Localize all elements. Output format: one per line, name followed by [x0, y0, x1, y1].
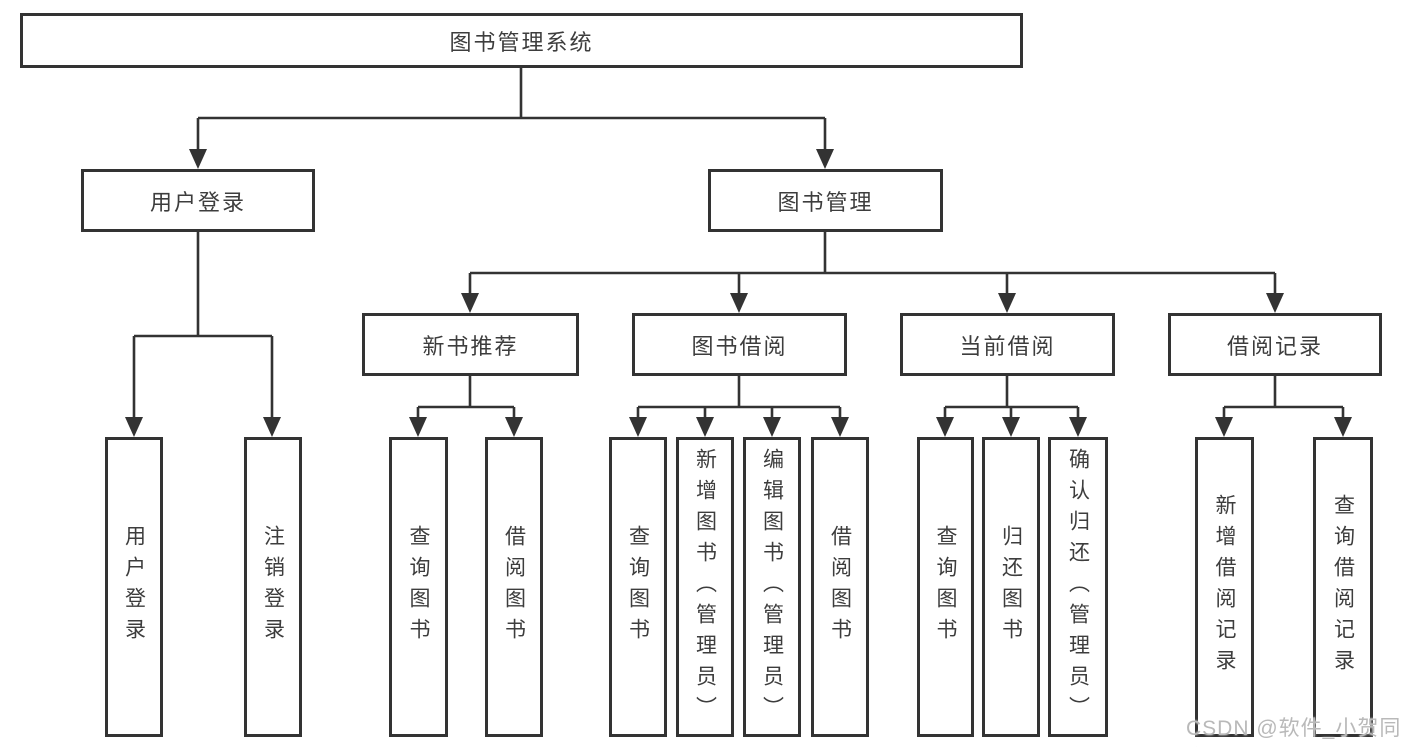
- leaf-query-books-recommend: 查询图书: [389, 437, 448, 737]
- node-root-label: 图书管理系统: [449, 29, 594, 55]
- node-book-management: 图书管理: [708, 169, 943, 232]
- leaf-add-borrow-record-label: 新增借阅记录: [1213, 494, 1236, 680]
- leaf-query-borrow-record: 查询借阅记录: [1313, 437, 1373, 737]
- leaf-edit-book-admin-label: 编辑图书（管理员）: [760, 447, 784, 727]
- leaf-confirm-return-admin-label: 确认归还（管理员）: [1066, 447, 1090, 727]
- leaf-query-books-borrowing: 查询图书: [609, 437, 667, 737]
- leaf-user-login: 用户登录: [105, 437, 163, 737]
- node-borrowing-records: 借阅记录: [1168, 313, 1382, 376]
- leaf-borrow-books-borrowing: 借阅图书: [811, 437, 869, 737]
- node-current-borrowing: 当前借阅: [900, 313, 1115, 376]
- node-new-book-recommend-label: 新书推荐: [422, 333, 519, 359]
- node-borrowing-records-label: 借阅记录: [1226, 333, 1323, 359]
- leaf-return-book: 归还图书: [982, 437, 1040, 737]
- node-root: 图书管理系统: [20, 13, 1023, 68]
- leaf-borrow-books-borrowing-label: 借阅图书: [828, 525, 852, 649]
- leaf-borrow-books-recommend-label: 借阅图书: [502, 525, 526, 649]
- leaf-edit-book-admin: 编辑图书（管理员）: [743, 437, 801, 737]
- leaf-query-books-current: 查询图书: [917, 437, 974, 737]
- leaf-add-book-admin: 新增图书（管理员）: [676, 437, 734, 737]
- leaf-add-borrow-record: 新增借阅记录: [1195, 437, 1254, 737]
- leaf-return-book-label: 归还图书: [999, 525, 1023, 649]
- node-new-book-recommend: 新书推荐: [362, 313, 579, 376]
- node-user-login-label: 用户登录: [149, 189, 246, 215]
- node-book-management-label: 图书管理: [777, 189, 874, 215]
- csdn-watermark: CSDN @软件_小贺同学: [1186, 717, 1402, 740]
- leaf-add-book-admin-label: 新增图书（管理员）: [693, 447, 717, 727]
- leaf-query-books-recommend-label: 查询图书: [407, 525, 430, 649]
- leaf-query-borrow-record-label: 查询借阅记录: [1331, 494, 1355, 680]
- leaf-logout-label: 注销登录: [261, 525, 285, 649]
- leaf-confirm-return-admin: 确认归还（管理员）: [1048, 437, 1108, 737]
- node-book-borrowing: 图书借阅: [632, 313, 847, 376]
- leaf-user-login-label: 用户登录: [122, 525, 146, 649]
- leaf-query-books-current-label: 查询图书: [934, 525, 957, 649]
- node-user-login: 用户登录: [81, 169, 315, 232]
- leaf-borrow-books-recommend: 借阅图书: [485, 437, 543, 737]
- node-current-borrowing-label: 当前借阅: [959, 333, 1056, 359]
- leaf-logout: 注销登录: [244, 437, 302, 737]
- node-book-borrowing-label: 图书借阅: [691, 333, 788, 359]
- leaf-query-books-borrowing-label: 查询图书: [626, 525, 650, 649]
